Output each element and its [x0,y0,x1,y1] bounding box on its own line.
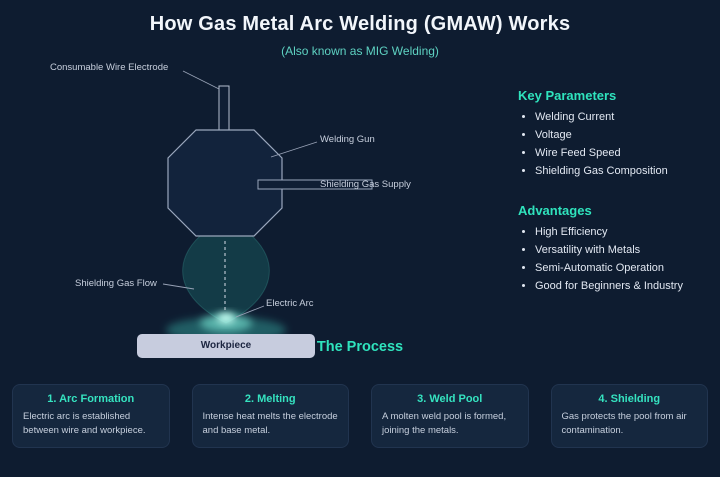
connector-wire-electrode [182,70,220,90]
workpiece-shape [137,334,315,358]
connector-gas-flow [162,283,195,290]
page-title: How Gas Metal Arc Welding (GMAW) Works [149,13,571,35]
label-workpiece: Workpiece [200,340,252,351]
key-parameter-item: Wire Feed Speed [535,147,713,159]
key-parameter-item: Shielding Gas Composition [535,165,713,177]
gas-supply-tube-shape [257,179,373,190]
welding-gun-body-shape [167,129,283,237]
process-step-title: 1. Arc Formation [47,393,135,405]
key-parameter-item: Welding Current [535,111,713,123]
key-parameters-heading: Key Parameters [518,88,617,103]
key-parameters-list: Welding Current Voltage Wire Feed Speed … [518,111,713,177]
process-step-title: 2. Melting [244,393,296,405]
process-step-card-3: 3. Weld Pool A molten weld pool is forme… [371,384,529,448]
advantage-item: Versatility with Metals [535,244,713,256]
process-step-description: A molten weld pool is formed, joining th… [382,411,507,436]
process-step-card-2: 2. Melting Intense heat melts the electr… [191,384,349,448]
label-shielding-gas-supply: Shielding Gas Supply [320,179,411,190]
key-parameter-item: Voltage [535,129,713,141]
connector-electric-arc [235,305,265,318]
advantage-item: Semi-Automatic Operation [535,262,713,274]
shielding-gas-cone-shape [182,235,270,324]
page-subtitle: (Also known as MIG Welding) [281,44,439,58]
advantages-list: High Efficiency Versatility with Metals … [518,226,713,292]
process-steps: 1. Arc Formation Electric arc is establi… [12,384,708,448]
process-step-title: 3. Weld Pool [417,393,483,405]
connector-welding-gun [270,141,318,158]
process-step-card-4: 4. Shielding Gas protects the pool from … [550,384,708,448]
key-parameters-section: Key Parameters Welding Current Voltage W… [518,88,713,183]
advantages-heading: Advantages [518,203,592,218]
electric-arc-shape [217,313,235,323]
process-step-description: Gas protects the pool from air contamina… [561,411,687,436]
process-step-card-1: 1. Arc Formation Electric arc is establi… [12,384,170,448]
label-shielding-gas-flow: Shielding Gas Flow [75,278,157,289]
process-step-description: Electric arc is established between wire… [23,411,146,436]
label-electric-arc: Electric Arc [266,298,314,309]
process-step-description: Intense heat melts the electrode and bas… [202,411,338,436]
label-consumable-wire-electrode: Consumable Wire Electrode [50,62,169,73]
advantages-section: Advantages High Efficiency Versatility w… [518,203,713,298]
advantage-item: Good for Beginners & Industry [535,280,713,292]
process-step-title: 4. Shielding [598,393,661,405]
label-welding-gun: Welding Gun [320,134,375,145]
wire-electrode-shape [218,85,230,133]
advantage-item: High Efficiency [535,226,713,238]
process-heading: The Process [316,339,404,355]
